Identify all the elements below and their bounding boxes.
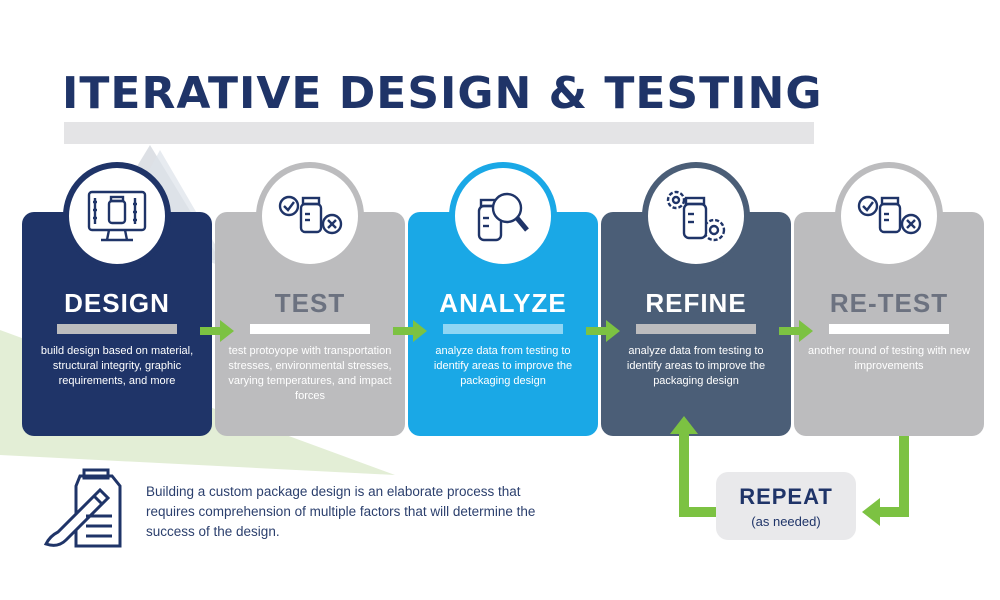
arrow-right-icon [779, 320, 813, 342]
step-description: another round of testing with new improv… [807, 345, 971, 372]
step-underline [829, 324, 949, 334]
step-card-retest: RE-TEST another round of testing with ne… [794, 162, 984, 436]
footer-description: Building a custom package design is an e… [146, 484, 536, 539]
step-description: analyze data from testing to identify ar… [626, 345, 766, 387]
step-icon-circle [63, 162, 171, 270]
step-title: REFINE [645, 288, 747, 318]
step-title: TEST [274, 288, 346, 318]
jar-check-x-icon [278, 195, 343, 235]
arrow-right-icon [586, 320, 620, 342]
step-icon-circle [642, 162, 750, 270]
repeat-title: REPEAT [739, 484, 833, 509]
jar-gears-icon [666, 190, 726, 242]
step-underline [57, 324, 177, 334]
jar-magnifier-icon [477, 192, 529, 242]
repeat-box: REPEAT (as needed) [716, 472, 856, 540]
step-icon-circle [835, 162, 943, 270]
step-icon-circle [449, 162, 557, 270]
step-card-analyze: ANALYZE analyze data from testing to ide… [408, 162, 598, 436]
step-card-test: TEST test protoyope with transportation … [215, 162, 405, 436]
page-title: ITERATIVE DESIGN & TESTING [62, 68, 823, 119]
step-title: DESIGN [64, 288, 170, 318]
arrow-right-icon [393, 320, 427, 342]
monitor-jar-icon [87, 190, 147, 242]
step-underline [443, 324, 563, 334]
step-underline [636, 324, 756, 334]
step-card-design: DESIGN build design based on material, s… [22, 162, 212, 436]
title-underline [64, 122, 814, 144]
step-description: build design based on material, structur… [40, 345, 194, 387]
step-card-refine: REFINE analyze data from testing to iden… [601, 162, 791, 436]
repeat-subtitle: (as needed) [751, 514, 821, 529]
step-underline [250, 324, 370, 334]
arrow-right-icon [200, 320, 234, 342]
step-description: test protoyope with transportation stres… [228, 345, 392, 402]
step-icon-circle [256, 162, 364, 270]
package-pen-icon [43, 468, 122, 548]
step-title: ANALYZE [439, 288, 567, 318]
step-title: RE-TEST [829, 288, 949, 318]
jar-check-x-icon [857, 195, 922, 235]
step-description: analyze data from testing to identify ar… [433, 345, 573, 387]
